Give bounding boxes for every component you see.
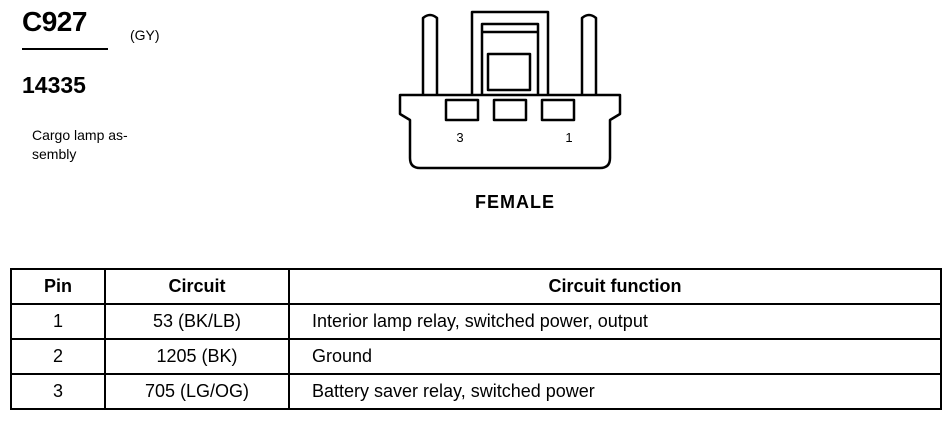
pin-label-1: 1 — [565, 130, 572, 145]
header-pin: Pin — [10, 268, 106, 305]
cell-pin: 2 — [10, 338, 106, 375]
connector-face-diagram: 3 1 — [398, 10, 622, 170]
header-circuit-function: Circuit function — [288, 268, 942, 305]
lock-window — [486, 52, 532, 92]
cavity-1 — [540, 98, 576, 122]
lock-tab-inner — [480, 22, 540, 95]
table-row: 3 705 (LG/OG) Battery saver relay, switc… — [10, 373, 942, 410]
right-latch-post — [580, 13, 598, 95]
lock-tab-outer — [470, 10, 550, 95]
pin-label-3: 3 — [456, 130, 463, 145]
connector-description-text: Cargo lamp as- sembly — [32, 127, 128, 162]
cell-circuit: 1205 (BK) — [104, 338, 290, 375]
cell-function: Ground — [288, 338, 942, 375]
cell-function: Interior lamp relay, switched power, out… — [288, 303, 942, 340]
connector-id-underline — [22, 48, 108, 50]
cell-circuit: 705 (LG/OG) — [104, 373, 290, 410]
cell-function: Battery saver relay, switched power — [288, 373, 942, 410]
table-header-row: Pin Circuit Circuit function — [10, 268, 942, 305]
table-row: 2 1205 (BK) Ground — [10, 338, 942, 375]
cavity-3 — [444, 98, 480, 122]
table-row: 1 53 (BK/LB) Interior lamp relay, switch… — [10, 303, 942, 340]
connector-color-code: (GY) — [130, 27, 160, 43]
header-circuit: Circuit — [104, 268, 290, 305]
connector-body — [398, 93, 622, 170]
connector-description: Cargo lamp as- sembly — [32, 126, 182, 164]
cavity-2 — [492, 98, 528, 122]
left-latch-post — [421, 13, 439, 95]
connector-gender-label: FEMALE — [475, 192, 555, 212]
part-number: 14335 — [22, 72, 86, 98]
cell-pin: 1 — [10, 303, 106, 340]
cell-circuit: 53 (BK/LB) — [104, 303, 290, 340]
pin-circuit-table: Pin Circuit Circuit function 1 53 (BK/LB… — [10, 268, 942, 410]
connector-id: C927 — [22, 6, 87, 37]
cell-pin: 3 — [10, 373, 106, 410]
